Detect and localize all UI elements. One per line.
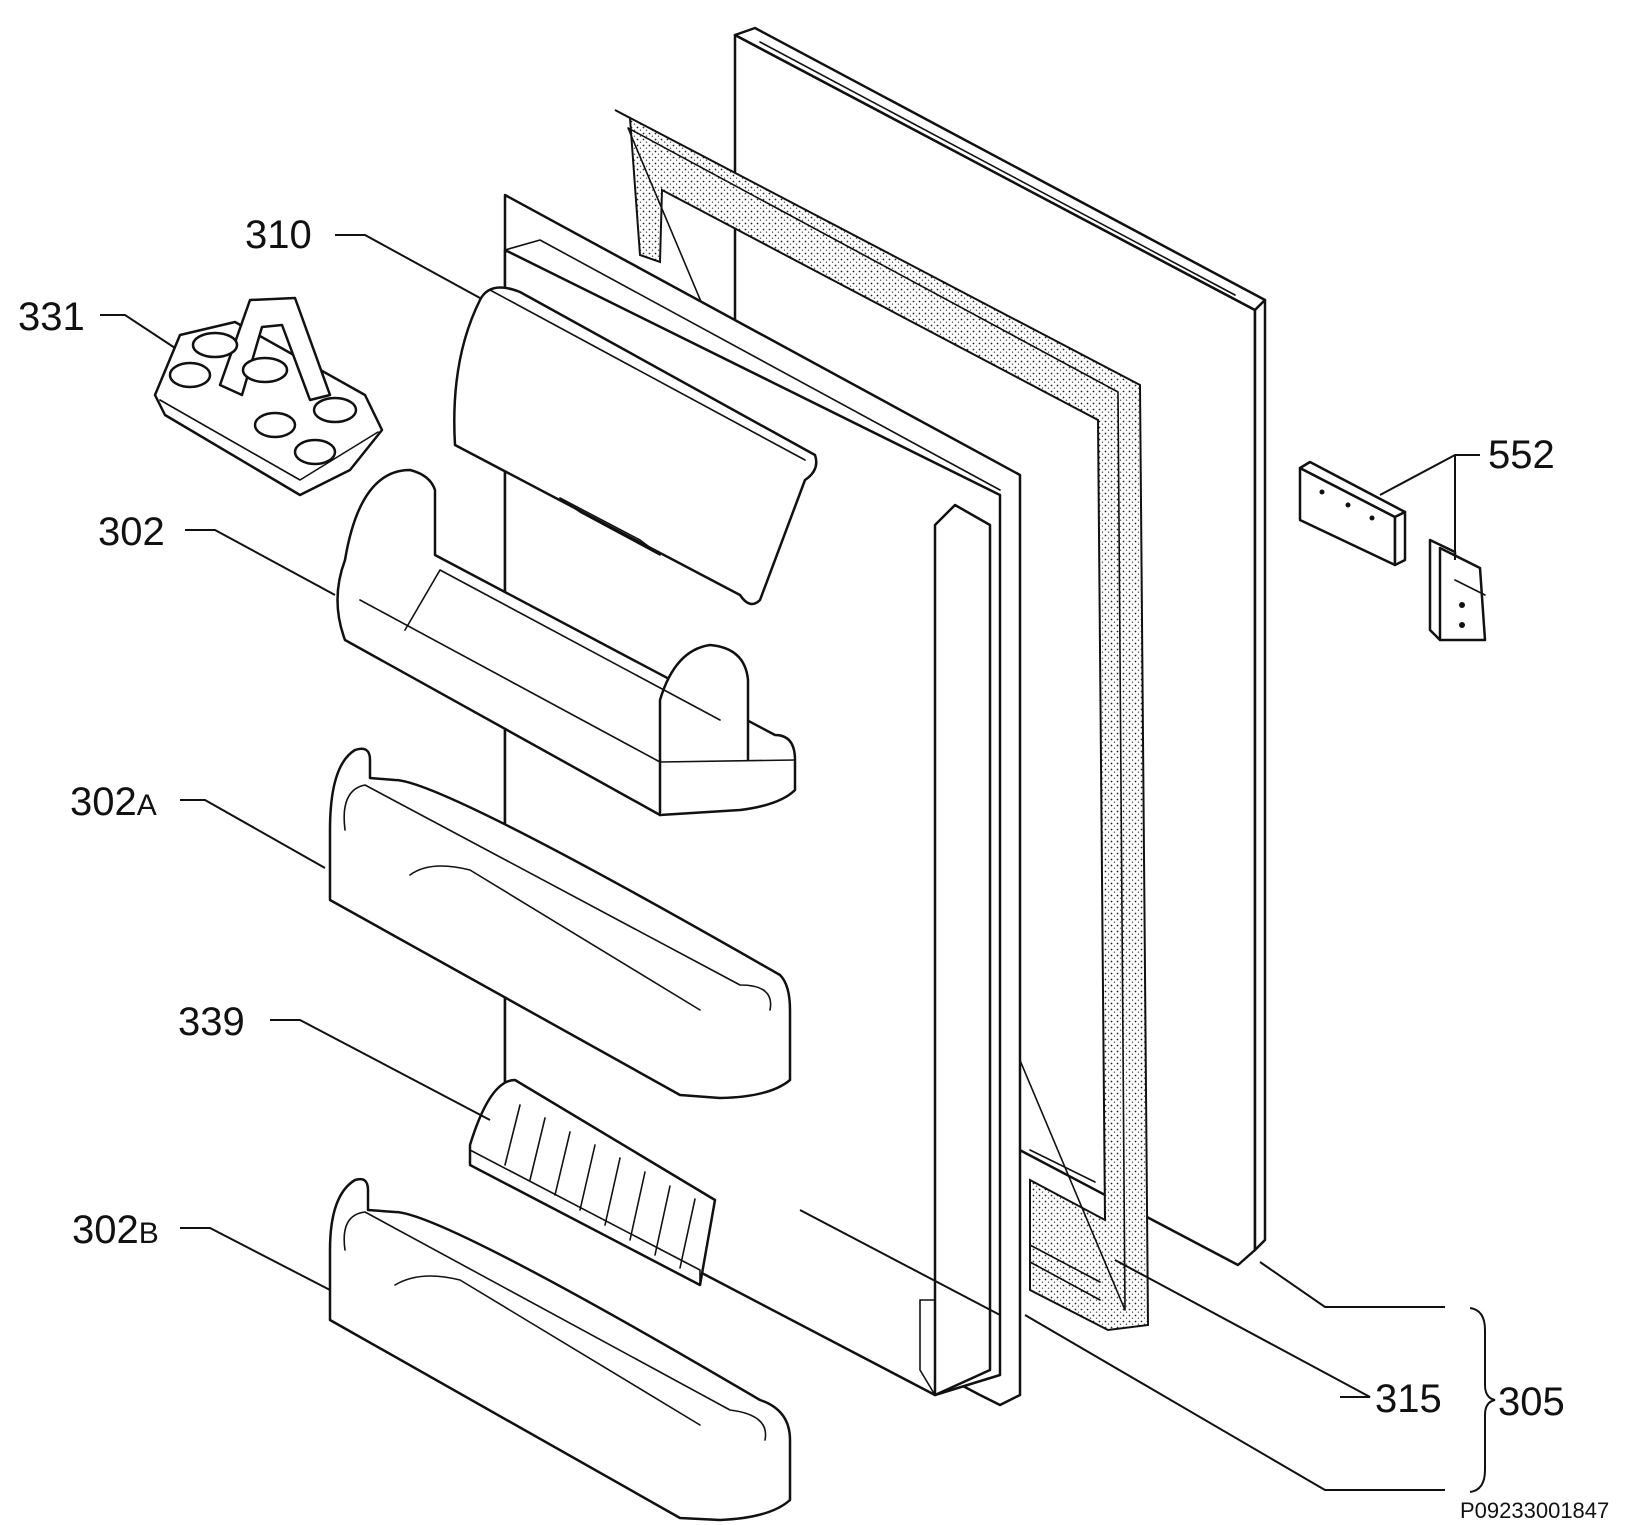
label-552: 552 — [1488, 433, 1555, 477]
door-shelf-302 — [336, 468, 797, 817]
label-302a: 302A — [70, 780, 157, 824]
leader-lines — [100, 234, 1496, 1493]
label-302a-suffix: A — [137, 789, 157, 822]
label-331: 331 — [18, 295, 85, 339]
dairy-lid — [453, 286, 818, 606]
label-302: 302 — [98, 510, 165, 554]
label-339: 339 — [178, 1000, 245, 1044]
label-302a-number: 302 — [70, 780, 137, 824]
document-code: P09233001847 — [1460, 1498, 1609, 1523]
egg-tray — [153, 296, 384, 497]
label-302b-suffix: B — [139, 1217, 159, 1250]
door-shelf-302a — [328, 747, 792, 1100]
label-302b: 302B — [72, 1208, 159, 1252]
label-315: 315 — [1375, 1377, 1442, 1421]
door-shelf-302b — [328, 1177, 792, 1522]
label-310: 310 — [245, 213, 312, 257]
label-305: 305 — [1498, 1380, 1565, 1424]
label-302b-number: 302 — [72, 1208, 139, 1252]
bottle-retainer — [468, 1078, 717, 1287]
hinge-bracket-plate — [1298, 460, 1407, 567]
part-labels: 310 331 302 302A 339 302B 552 315 305 P0… — [18, 213, 1609, 1523]
hinge-bracket-clip — [1428, 538, 1487, 642]
